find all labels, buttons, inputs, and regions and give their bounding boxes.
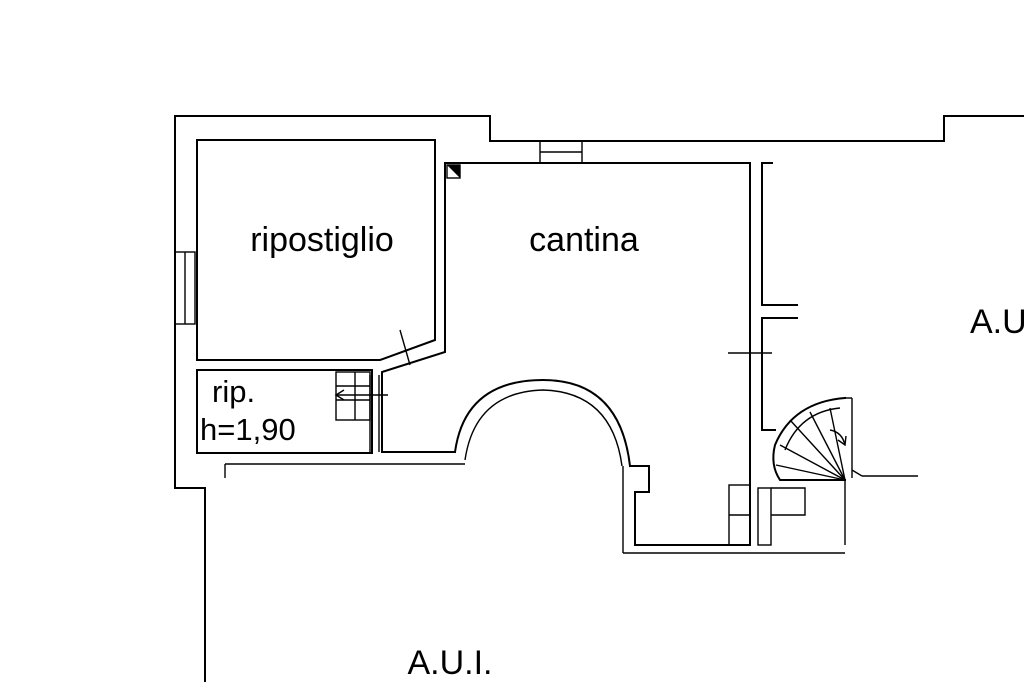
cantina-walls xyxy=(224,140,845,554)
right-partition xyxy=(761,162,798,431)
label-rip: rip. xyxy=(212,374,255,409)
label-rip-height: h=1,90 xyxy=(200,412,296,447)
label-ripostiglio: ripostiglio xyxy=(250,221,394,259)
spiral-stair xyxy=(772,396,918,545)
rip-room xyxy=(196,369,388,454)
stair-block xyxy=(728,484,806,546)
outer-wall xyxy=(174,115,1024,682)
label-aui-bottom: A.U.I. xyxy=(407,644,492,682)
label-aui-right: A.U xyxy=(970,303,1024,341)
label-cantina: cantina xyxy=(529,221,639,259)
window-left xyxy=(174,251,196,325)
ripostiglio-room xyxy=(196,139,436,366)
